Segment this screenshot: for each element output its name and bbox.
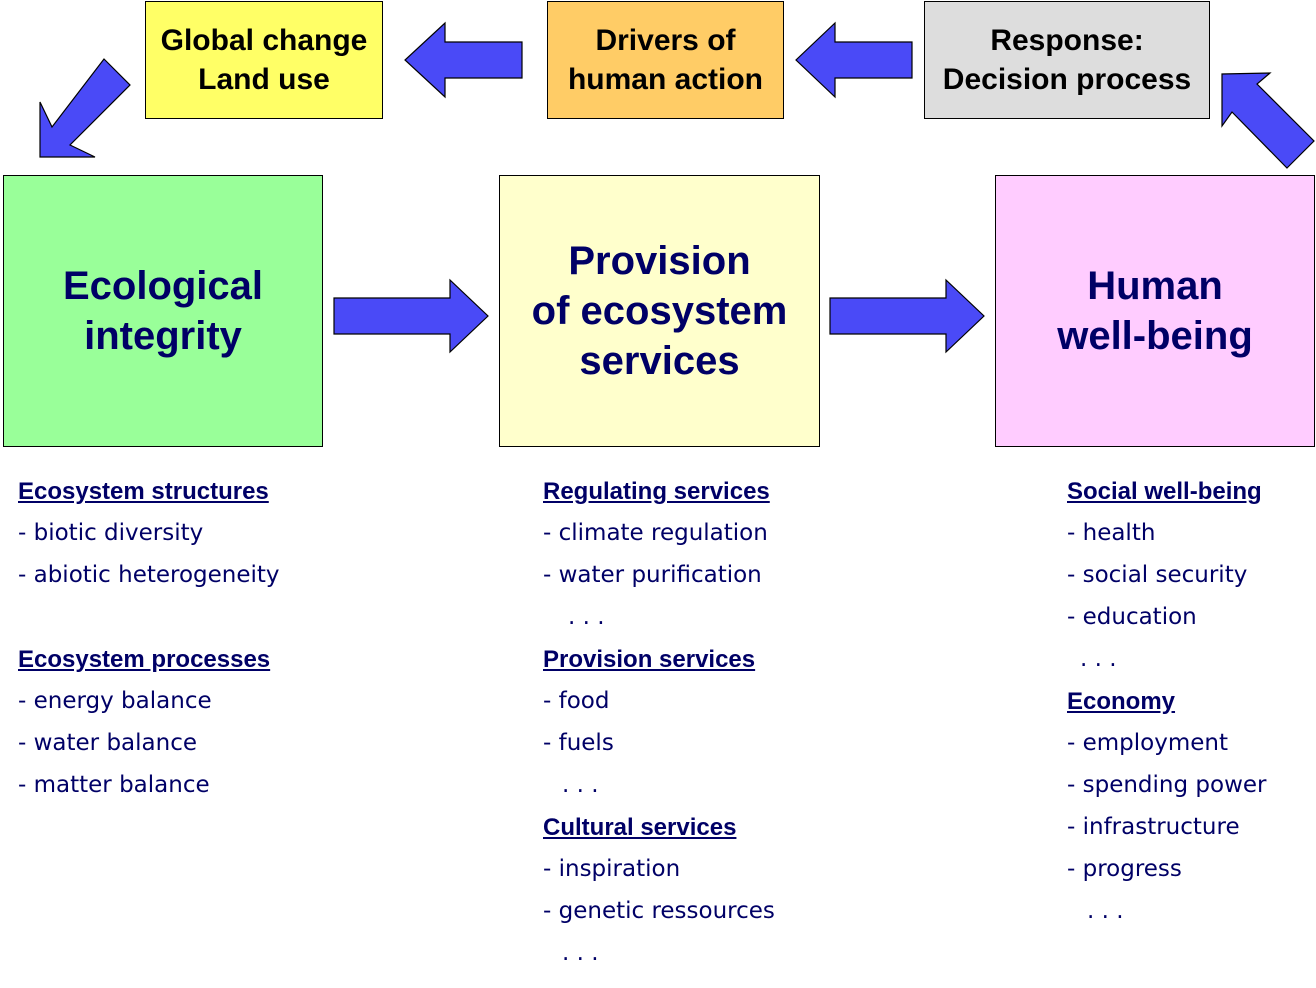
response-line-2: Decision process	[942, 63, 1192, 96]
arrow-drivers-to-global	[404, 21, 523, 99]
list-item: - abiotic heterogeneity	[18, 562, 280, 588]
regulating-services-heading: Regulating services	[543, 478, 770, 505]
ecological-integrity-box: Ecological integrity	[3, 175, 323, 447]
list-item: - biotic diversity	[18, 520, 204, 546]
drivers-line-1: Drivers of	[595, 24, 736, 57]
list-item: - social security	[1067, 562, 1248, 588]
response-line-1: Response:	[990, 24, 1144, 57]
ecosystem-processes-heading: Ecosystem processes	[18, 646, 271, 673]
list-item: - infrastructure	[1067, 814, 1240, 840]
list-item: - fuels	[543, 730, 614, 756]
ecosystem-structures-heading: Ecosystem structures	[18, 478, 269, 505]
arrow-ecological-to-provision	[333, 278, 489, 354]
global-change-line-1: Global change	[160, 24, 368, 57]
list-item: - water purification	[543, 562, 762, 588]
ecological-line-1: Ecological	[62, 264, 264, 308]
ellipsis: . . .	[1080, 646, 1117, 672]
list-item: - progress	[1067, 856, 1182, 882]
list-item: - inspiration	[543, 856, 681, 882]
human-line-1: Human	[1087, 264, 1223, 308]
list-item: - spending power	[1067, 772, 1267, 798]
list-item: - genetic ressources	[543, 898, 775, 924]
provision-line-1: Provision	[568, 239, 751, 283]
drivers-line-2: human action	[567, 63, 763, 96]
provision-services-heading: Provision services	[543, 646, 756, 673]
list-item: - education	[1067, 604, 1197, 630]
provision-line-2: of ecosystem	[531, 289, 788, 333]
arrow-global-to-ecological	[39, 58, 131, 158]
provision-services-box: Provision of ecosystem services	[499, 175, 820, 447]
ellipsis: . . .	[1087, 898, 1124, 924]
list-item: - food	[543, 688, 610, 714]
arrow-human-to-response	[1221, 72, 1315, 169]
arrow-provision-to-human	[829, 278, 985, 354]
list-item: - health	[1067, 520, 1156, 546]
arrow-response-to-drivers	[795, 21, 913, 99]
provision-line-3: services	[579, 339, 740, 383]
social-well-being-heading: Social well-being	[1067, 478, 1262, 505]
list-item: - water balance	[18, 730, 198, 756]
ecological-line-2: integrity	[84, 314, 242, 358]
list-item: - employment	[1067, 730, 1228, 756]
list-item: - climate regulation	[543, 520, 768, 546]
global-change-box: Global change Land use	[145, 1, 383, 119]
list-item: - matter balance	[18, 772, 210, 798]
human-well-being-box: Human well-being	[995, 175, 1315, 447]
response-box: Response: Decision process	[924, 1, 1210, 119]
economy-heading: Economy	[1067, 688, 1176, 715]
ellipsis: . . .	[562, 772, 599, 798]
ellipsis: . . .	[568, 604, 605, 630]
cultural-services-heading: Cultural services	[543, 814, 737, 841]
list-item: - energy balance	[18, 688, 212, 714]
ellipsis: . . .	[562, 940, 599, 966]
drivers-box: Drivers of human action	[547, 1, 784, 119]
human-line-2: well-being	[1057, 314, 1253, 358]
global-change-line-2: Land use	[198, 63, 330, 96]
